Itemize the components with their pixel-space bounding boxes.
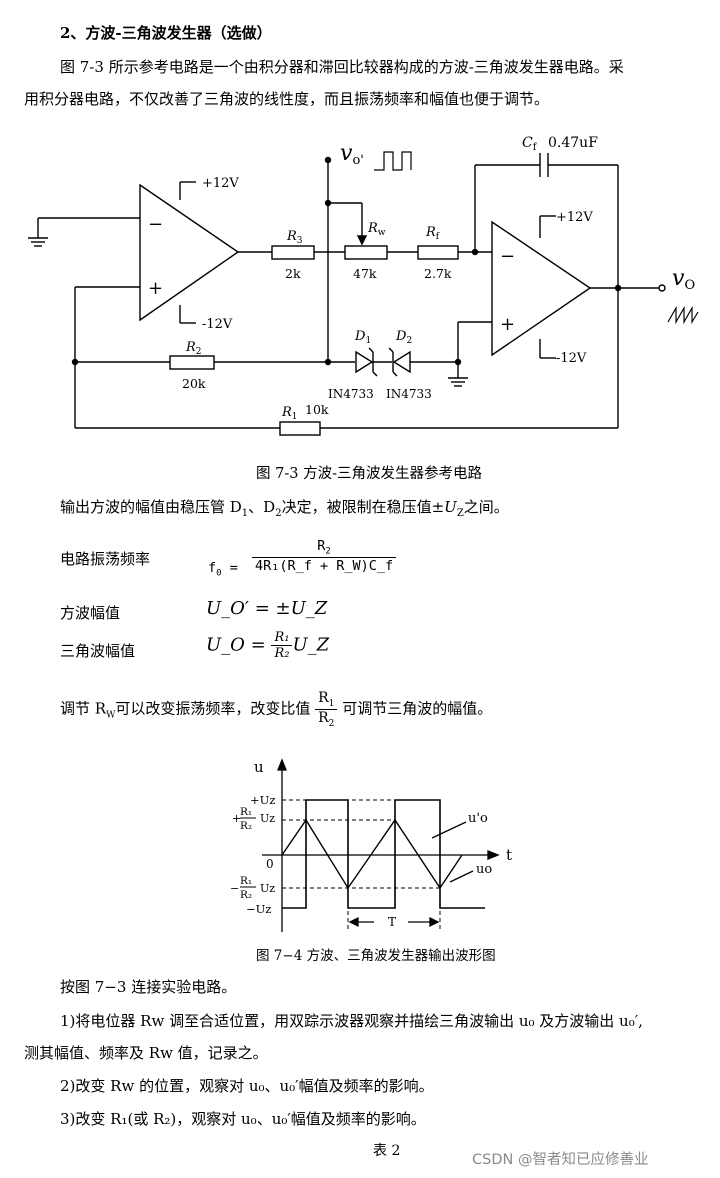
figure-7-4-caption: 图 7−4 方波、三角波发生器输出波形图	[256, 948, 496, 964]
r3-label: R3	[286, 229, 303, 246]
sawtooth-wave-icon	[667, 305, 699, 325]
t-axis-label: t	[506, 846, 512, 864]
left-minus-input: −	[148, 214, 163, 235]
steps-intro: 按图 7−3 连接实验电路。	[60, 978, 237, 996]
r3-value: 2k	[285, 266, 301, 281]
potentiometer-rw	[344, 245, 388, 260]
d2-label: D2	[395, 329, 412, 346]
r2-value: 20k	[182, 376, 206, 391]
amplitude-sentence: 输出方波的幅值由稳压管 D1、D2决定，被限制在稳压值±UZ之间。	[60, 498, 509, 519]
triangle-wave	[281, 818, 463, 890]
svg-text:Uz: Uz	[260, 882, 275, 895]
resistor-r3	[271, 245, 315, 260]
rf-label: Rf	[425, 225, 440, 242]
square-amplitude-formula: U_O′ = ±U_Z	[206, 598, 328, 619]
intro-line-2: 用积分器电路，不仅改善了三角波的线性度，而且振荡频率和幅值也便于调节。	[24, 90, 550, 108]
waveform-figure: u t 0 +Uz −Uz + R₁ R₂ Uz − R₁ R₂ Uz u'o …	[230, 758, 512, 932]
cf-label: Cf	[522, 135, 538, 153]
ground-symbol-right	[448, 377, 468, 387]
origin-label: 0	[266, 857, 274, 871]
resistor-rf	[417, 245, 459, 260]
vo-prime-label: vo'	[340, 141, 364, 168]
svg-text:R₂: R₂	[240, 889, 252, 901]
d2-part: IN4733	[386, 387, 432, 401]
resistor-r1	[279, 421, 321, 436]
d1-label: D1	[354, 329, 371, 346]
right-plus-input: +	[500, 314, 515, 335]
svg-text:R₁: R₁	[240, 806, 252, 818]
step-3: 3)改变 R₁(或 R₂)，观察对 u₀、u₀′幅值及频率的影响。	[60, 1110, 426, 1128]
intro-line-1: 图 7-3 所示参考电路是一个由积分器和滞回比较器构成的方波-三角波发生器电路。…	[60, 58, 624, 76]
uo-prime-label: u'o	[468, 811, 488, 826]
table-label: 表 2	[373, 1143, 401, 1159]
plus-uz-label: +Uz	[250, 793, 275, 807]
circuit-diagram: vo' vO Cf 0.47uF +12V -12V +12V -12V − +…	[28, 135, 699, 436]
figure-7-3-caption: 图 7-3 方波-三角波发生器参考电路	[256, 466, 482, 482]
vo-label: vO	[672, 266, 695, 293]
svg-text:R₂: R₂	[240, 820, 252, 832]
freq-label: 电路振荡频率	[60, 550, 151, 568]
freq-formula: f0 = R2 4R₁(R_f + R_W)C_f	[208, 538, 397, 579]
rw-value: 47k	[353, 266, 377, 281]
minus12v-right: -12V	[556, 351, 587, 366]
square-amplitude-label: 方波幅值	[60, 604, 121, 622]
square-wave-icon	[374, 151, 412, 171]
r1-value: 10k	[305, 402, 329, 417]
zener-diode-d2	[388, 347, 411, 377]
left-plus-input: +	[148, 278, 163, 299]
section-heading: 2、方波-三角波发生器（选做）	[60, 24, 272, 42]
step-1-line-2: 测其幅值、频率及 Rw 值，记录之。	[24, 1044, 268, 1062]
period-label: T	[388, 915, 396, 929]
r1-label: R1	[281, 405, 298, 422]
ground-symbol-left	[28, 217, 140, 247]
svg-text:+: +	[232, 812, 241, 825]
right-minus-input: −	[500, 246, 515, 267]
svg-text:Uz: Uz	[260, 812, 275, 825]
uo-label: uo	[476, 862, 492, 877]
watermark: CSDN @智者知已应修善业	[472, 1152, 649, 1168]
plus12v-left: +12V	[202, 176, 239, 191]
square-wave	[282, 799, 485, 909]
rf-value: 2.7k	[424, 266, 452, 281]
minus-uz-label: −Uz	[246, 902, 271, 916]
cf-value: 0.47uF	[548, 135, 598, 151]
u-axis-label: u	[254, 758, 264, 776]
comparator-opamp	[139, 183, 240, 322]
rw-label: Rw	[367, 221, 386, 238]
triangle-amplitude-label: 三角波幅值	[60, 642, 136, 660]
svg-text:R₁: R₁	[240, 875, 252, 887]
minus12v-left: -12V	[202, 317, 233, 332]
svg-text:−: −	[230, 882, 239, 895]
resistor-r2	[169, 355, 215, 370]
integrator-opamp	[491, 220, 592, 357]
step-2: 2)改变 Rw 的位置，观察对 u₀、u₀′幅值及频率的影响。	[60, 1077, 434, 1095]
r2-label: R2	[185, 340, 202, 357]
step-1-line-1: 1)将电位器 Rw 调至合适位置，用双踪示波器观察并描绘三角波输出 u₀ 及方波…	[60, 1012, 643, 1030]
plus12v-right: +12V	[556, 210, 593, 225]
d1-part: IN4733	[328, 387, 374, 401]
